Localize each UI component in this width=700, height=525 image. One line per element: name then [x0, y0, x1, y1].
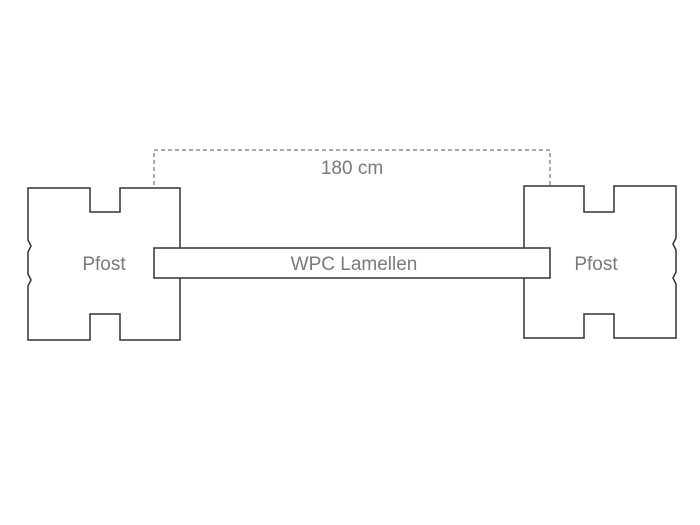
wpc-slat: WPC Lamellen: [153, 247, 551, 279]
post-left-outline: [27, 187, 181, 341]
dimension-label: 180 cm: [321, 158, 383, 179]
wpc-slat-label: WPC Lamellen: [291, 254, 418, 275]
post-left-label: Pfost: [82, 254, 126, 275]
post-right-outline: [523, 185, 677, 339]
wpc-slat-rect: [153, 247, 551, 279]
post-left: Pfost: [27, 187, 181, 341]
post-right-label: Pfost: [574, 254, 618, 275]
post-right: Pfost: [523, 185, 677, 339]
